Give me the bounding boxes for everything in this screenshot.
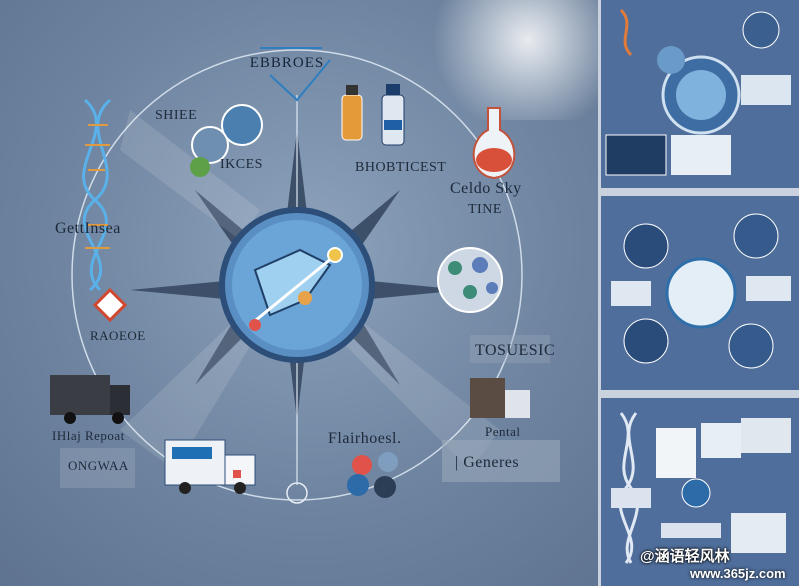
label-tine: TINE [468,202,502,217]
label-ongwaa: ONGWAA [68,458,129,473]
hub-diagram [50,47,560,504]
top-label: EBBROES [249,55,325,71]
thumbnail-bottom [601,398,799,586]
thumbnail-top-art [605,8,791,176]
label-flairhoesl: Flairhoesl. [328,430,402,447]
label-generes: | Generes [455,454,520,471]
label-raoeoe: RAOEOE [90,328,146,343]
label-bhobticest: BHOBTICEST [355,160,447,175]
thumbnail-top [601,0,799,188]
watermark-handle: @涵语轻风林 [640,548,730,565]
label-tosuesic: TOSUESIC [475,342,556,359]
thumbnail-middle [601,196,799,390]
label-shiee: SHIEE [155,108,198,123]
thumbnail-bottom-art [611,412,791,564]
watermark-url: www.365jz.com [690,566,786,581]
label-gettinsea: GettInsea [55,220,121,237]
label-pental: Pental [485,424,521,439]
thumbnail-middle-art [611,213,791,369]
light-glow [418,0,598,120]
label-celdo-sky: Celdo Sky [450,180,522,197]
main-infographic: EBBROES SHIEE IKCES BHOBTICEST Celdo Sky… [0,0,598,586]
label-ihlaj-repoat: IHlaj Repoat [52,428,125,443]
label-ikces: IKCES [220,157,263,172]
